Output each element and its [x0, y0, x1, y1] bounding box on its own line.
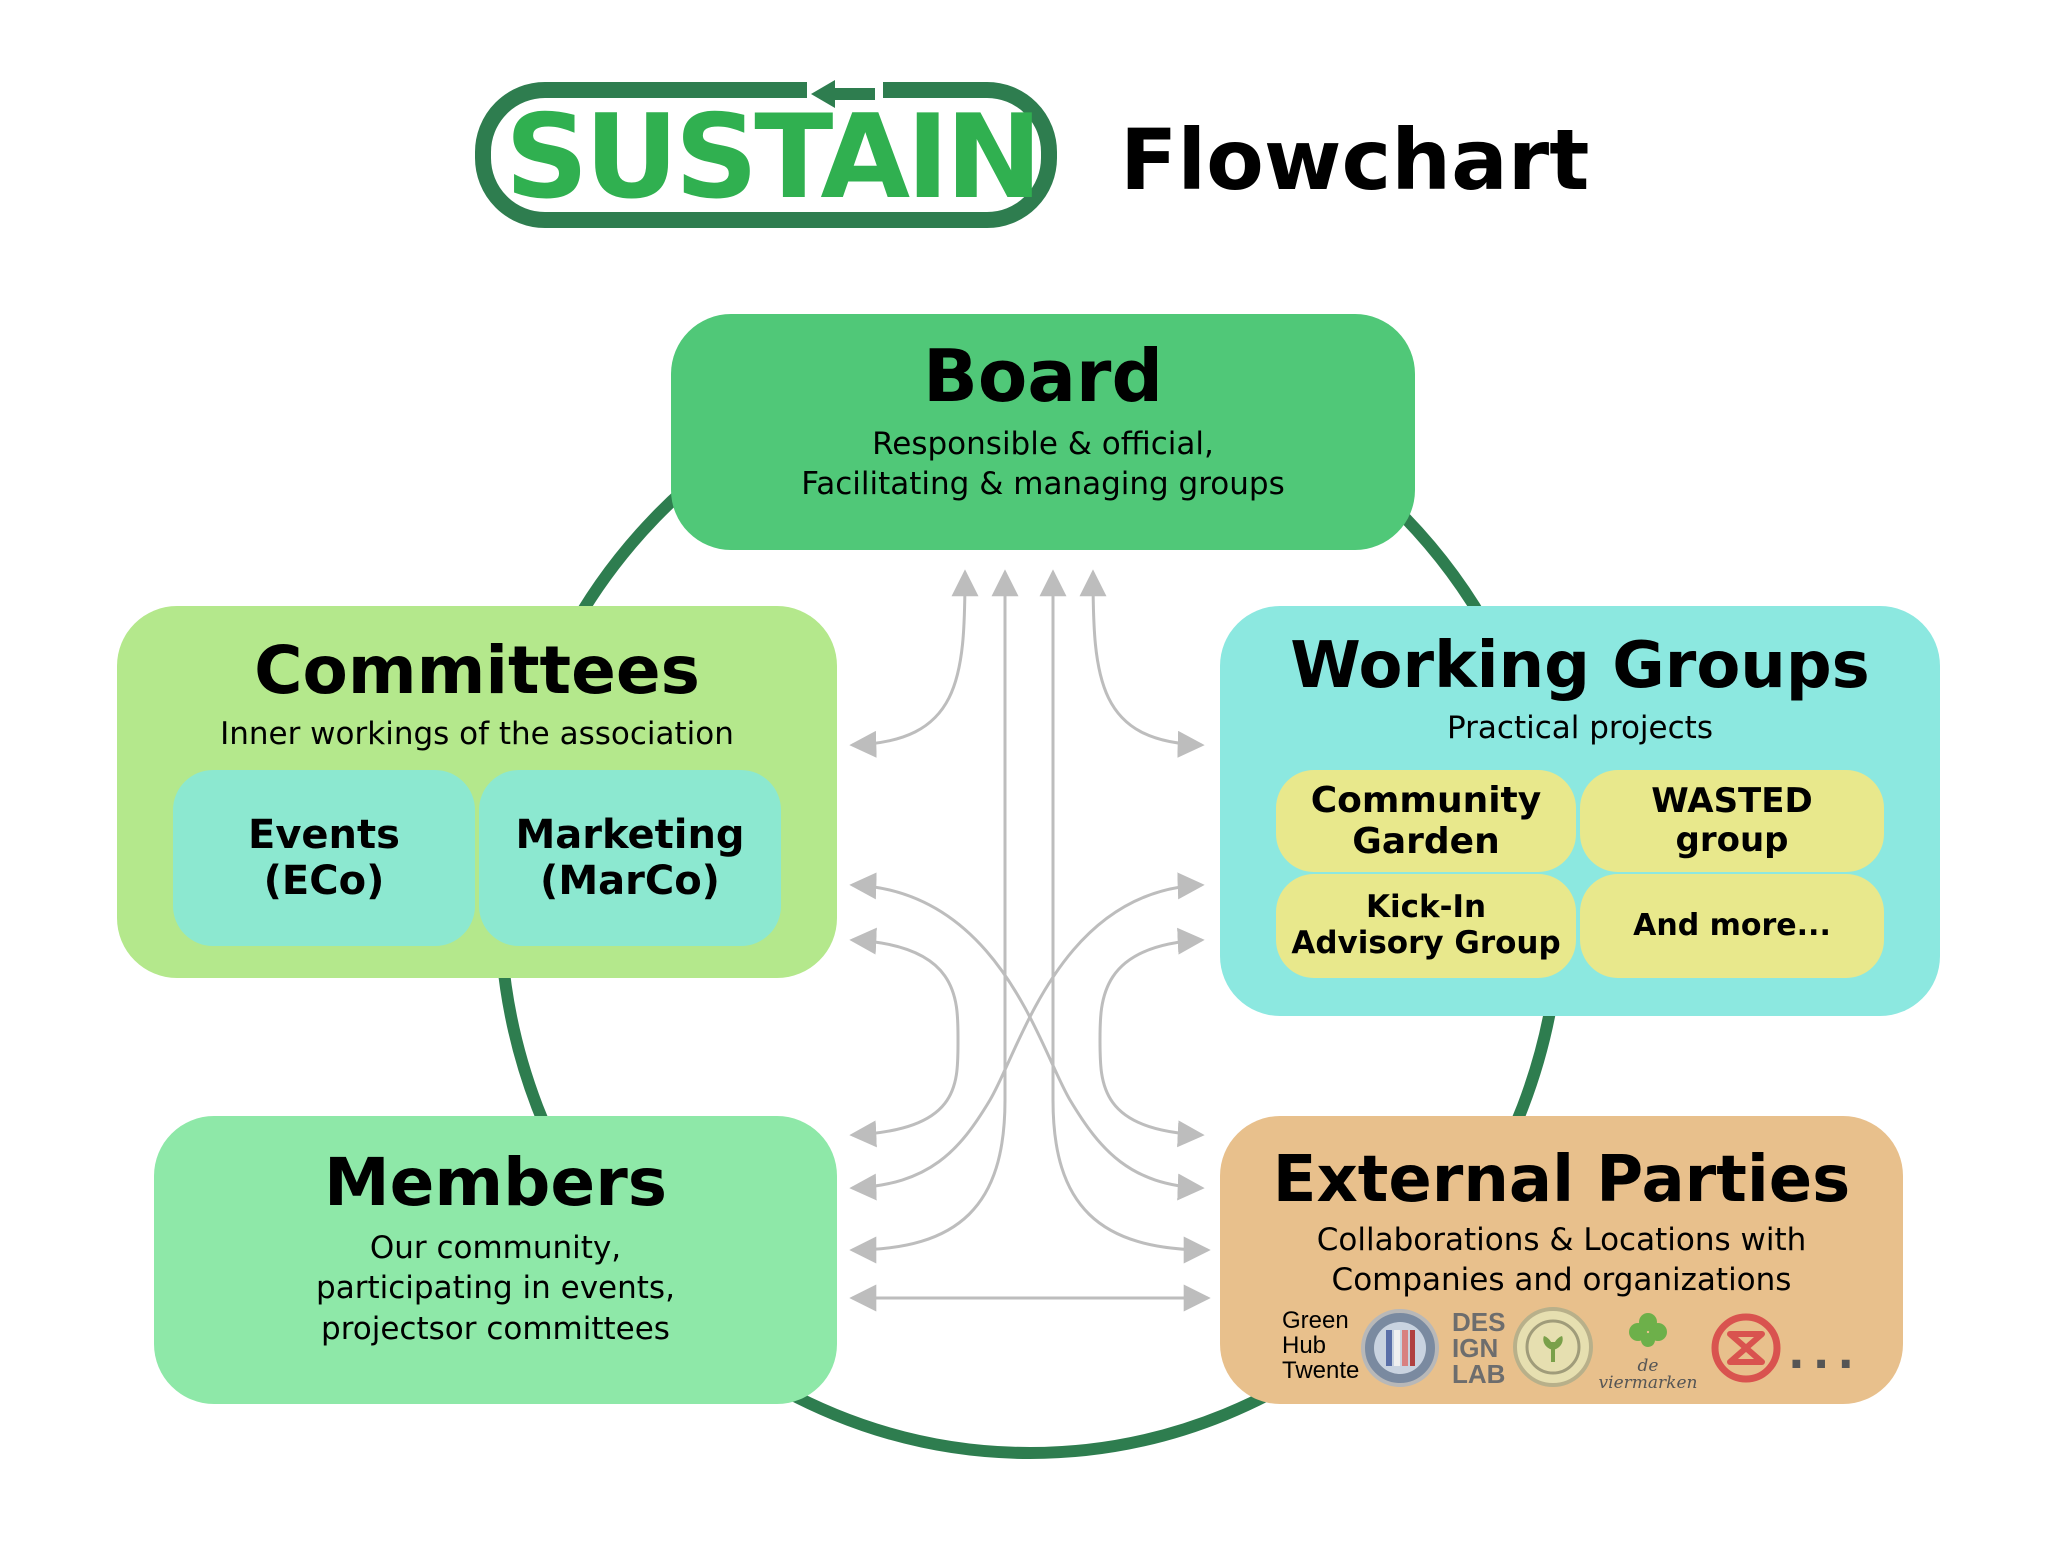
working-groups-subtitle: Practical projects: [1447, 710, 1713, 746]
arrow-committees-external: [849, 872, 1205, 1201]
arrow-committees-members: [849, 927, 960, 1148]
committees-card: Committees Inner workings of the associa…: [117, 606, 837, 978]
arrow-board-members: [849, 569, 1019, 1264]
arrow-board-external: [1039, 569, 1211, 1264]
committee-item-marketing: Marketing(MarCo): [479, 770, 781, 946]
scientists-for-future-logo: [1360, 1308, 1440, 1392]
board-subtitle: Responsible & official, Facilitating & m…: [801, 426, 1285, 503]
members-card: Members Our community, participating in …: [154, 1116, 837, 1404]
logo-wordmark: SUSTAIN: [505, 90, 1042, 225]
green-hub-twente-logo: Green Hub Twente: [1282, 1307, 1360, 1385]
de-viermarken-logo: de viermarken: [1594, 1310, 1702, 1392]
committees-subtitle: Inner workings of the association: [220, 716, 734, 752]
members-subtitle: Our community, participating in events, …: [316, 1230, 675, 1347]
committees-title: Committees: [254, 632, 700, 709]
arrow-working-groups-external: [1098, 927, 1205, 1148]
external-parties-card: External Parties Collaborations & Locati…: [1220, 1116, 1903, 1404]
arrow-working-groups-members: [849, 872, 1205, 1201]
arrow-board-committees: [849, 569, 979, 758]
committee-item-events: Events(ECo): [173, 770, 475, 946]
board-card: Board Responsible & official, Facilitati…: [671, 314, 1415, 550]
page-title: Flowchart: [1120, 111, 1590, 209]
design-lab-logo: DES IGN LAB: [1452, 1307, 1506, 1389]
members-title: Members: [323, 1144, 668, 1221]
board-title: Board: [923, 334, 1163, 418]
external-parties-subtitle: Collaborations & Locations with Companie…: [1316, 1222, 1807, 1299]
more-partners-indicator: ...: [1788, 1328, 1863, 1379]
external-parties-title: External Parties: [1272, 1143, 1851, 1217]
student-association-seal-logo: [1512, 1306, 1594, 1392]
working-groups-card: Working Groups Practical projects Commun…: [1220, 606, 1940, 1016]
working-groups-title: Working Groups: [1290, 629, 1870, 703]
extinction-rebellion-logo: [1710, 1312, 1782, 1388]
arrow-board-working-groups: [1079, 569, 1205, 758]
sustain-logo: SUSTAIN: [475, 78, 1057, 230]
working-group-item-and-more: And more...: [1580, 874, 1884, 978]
